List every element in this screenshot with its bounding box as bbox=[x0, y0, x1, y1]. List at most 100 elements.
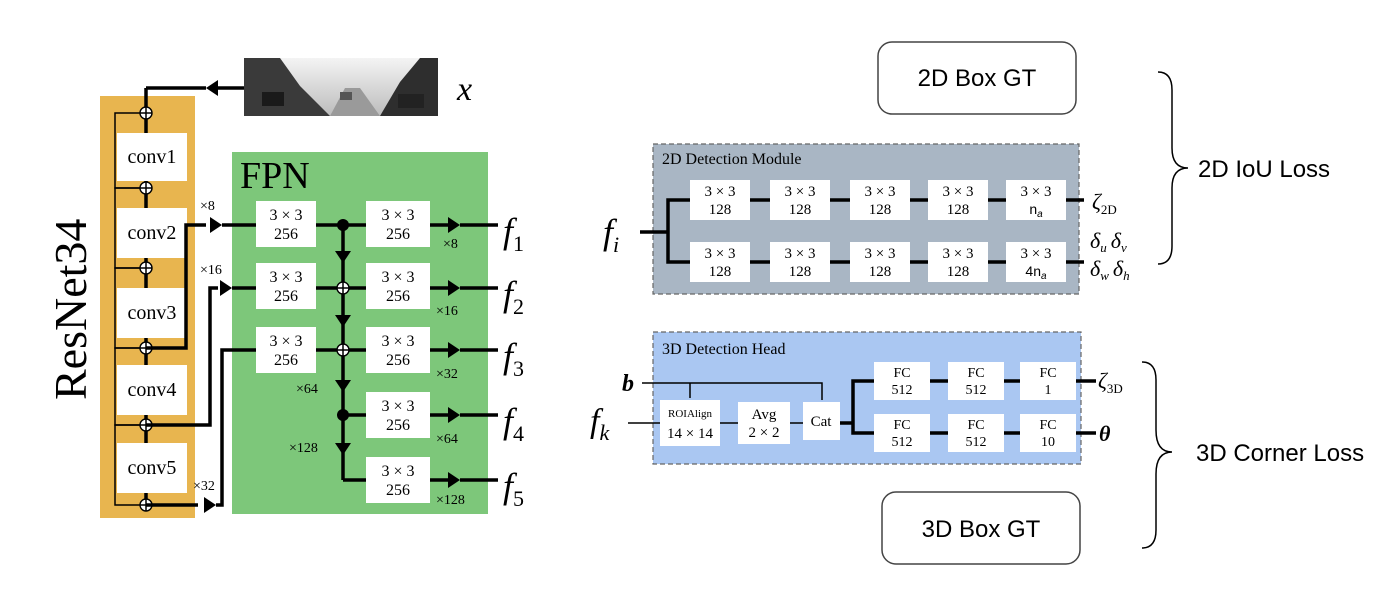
loss-3d-corner: 3D Corner Loss bbox=[1196, 440, 1364, 467]
svg-text:na: na bbox=[1029, 201, 1043, 220]
stride-label-32: ×32 bbox=[193, 479, 215, 494]
head-3d-panel bbox=[652, 331, 1082, 465]
head-3d-input-b: b bbox=[622, 371, 634, 397]
module-2d-input: fi bbox=[603, 212, 619, 257]
svg-text:128: 128 bbox=[709, 264, 732, 280]
svg-text:512: 512 bbox=[892, 435, 913, 450]
svg-text:3 × 3: 3 × 3 bbox=[381, 463, 414, 480]
resnet-block-4: conv4 bbox=[117, 365, 187, 415]
svg-text:14 × 14: 14 × 14 bbox=[667, 426, 713, 442]
svg-text:128: 128 bbox=[869, 264, 892, 280]
svg-text:256: 256 bbox=[386, 417, 410, 434]
svg-text:3 × 3: 3 × 3 bbox=[785, 246, 816, 262]
svg-text:256: 256 bbox=[274, 226, 298, 243]
svg-text:3 × 3: 3 × 3 bbox=[269, 207, 302, 224]
fpn-output-5: 3 × 3 256 bbox=[366, 457, 430, 503]
svg-text:3 × 3: 3 × 3 bbox=[269, 269, 302, 286]
feature-label-5: f5 bbox=[503, 466, 524, 511]
fpn-scale-128: ×128 bbox=[436, 493, 465, 508]
gt-2d-box: 2D Box GT bbox=[877, 41, 1077, 115]
svg-text:128: 128 bbox=[869, 202, 892, 218]
svg-text:conv4: conv4 bbox=[128, 379, 177, 401]
svg-text:ROIAlign: ROIAlign bbox=[668, 408, 713, 420]
svg-text:3 × 3: 3 × 3 bbox=[381, 333, 414, 350]
svg-text:FC: FC bbox=[893, 418, 910, 433]
svg-text:3 × 3: 3 × 3 bbox=[381, 269, 414, 286]
gt-3d-box: 3D Box GT bbox=[881, 491, 1081, 565]
fpn-scale-32: ×32 bbox=[436, 367, 458, 382]
fpn-scale-64: ×64 bbox=[436, 432, 458, 447]
avg-pool-box: Avg 2 × 2 bbox=[738, 402, 790, 444]
svg-text:FC: FC bbox=[1039, 418, 1056, 433]
module-2d-row2-conv1: 3 × 3 128 bbox=[690, 242, 750, 282]
svg-text:Avg: Avg bbox=[752, 407, 777, 423]
svg-text:3 × 3: 3 × 3 bbox=[269, 333, 302, 350]
fpn-output-arrows bbox=[430, 217, 498, 488]
svg-text:1: 1 bbox=[1045, 383, 1052, 398]
svg-text:FC: FC bbox=[967, 418, 984, 433]
stride-label-8: ×8 bbox=[200, 199, 215, 214]
svg-text:3 × 3: 3 × 3 bbox=[865, 184, 896, 200]
feature-label-1: f1 bbox=[503, 211, 524, 256]
svg-text:10: 10 bbox=[1041, 435, 1055, 450]
svg-text:128: 128 bbox=[789, 264, 812, 280]
svg-text:3 × 3: 3 × 3 bbox=[943, 246, 974, 262]
svg-text:conv2: conv2 bbox=[128, 222, 177, 244]
svg-text:128: 128 bbox=[789, 202, 812, 218]
feature-label-4: f4 bbox=[503, 401, 524, 446]
head-3d-row2-fc3: FC 10 bbox=[1020, 414, 1076, 452]
module-2d-row1-conv2: 3 × 3 128 bbox=[770, 180, 830, 220]
svg-text:512: 512 bbox=[966, 383, 987, 398]
resnet-block-3: conv3 bbox=[117, 288, 187, 338]
module-2d-title: 2D Detection Module bbox=[662, 151, 802, 168]
svg-text:conv5: conv5 bbox=[128, 457, 177, 479]
module-2d-row2-conv5: 3 × 3 4na bbox=[1006, 242, 1066, 282]
head-3d-row1-fc3: FC 1 bbox=[1020, 362, 1076, 400]
svg-text:FC: FC bbox=[967, 366, 984, 381]
fpn-scale-8: ×8 bbox=[443, 237, 458, 252]
fpn-down-scale-128: ×128 bbox=[289, 441, 318, 456]
svg-text:conv3: conv3 bbox=[128, 302, 177, 324]
svg-text:FC: FC bbox=[1039, 366, 1056, 381]
input-image bbox=[244, 58, 438, 116]
fpn-lateral-1: 3 × 3 256 bbox=[256, 201, 316, 247]
brace-3d bbox=[1141, 361, 1173, 549]
head-3d-output-theta: θ bbox=[1099, 421, 1111, 446]
svg-text:3 × 3: 3 × 3 bbox=[705, 184, 736, 200]
svg-text:256: 256 bbox=[274, 352, 298, 369]
resnet-block-2: conv2 bbox=[117, 208, 187, 258]
svg-text:conv1: conv1 bbox=[128, 146, 177, 168]
brace-2d bbox=[1157, 71, 1189, 265]
svg-text:512: 512 bbox=[966, 435, 987, 450]
module-2d-row1-conv5: 3 × 3 na bbox=[1006, 180, 1066, 220]
svg-text:FC: FC bbox=[893, 366, 910, 381]
svg-text:3 × 3: 3 × 3 bbox=[943, 184, 974, 200]
head-3d-row1-fc2: FC 512 bbox=[948, 362, 1004, 400]
svg-text:3 × 3: 3 × 3 bbox=[1021, 184, 1052, 200]
head-3d-row2-fc1: FC 512 bbox=[874, 414, 930, 452]
fpn-output-1: 3 × 3 256 bbox=[366, 201, 430, 247]
fpn-output-2: 3 × 3 256 bbox=[366, 263, 430, 309]
fpn-output-3: 3 × 3 256 bbox=[366, 327, 430, 373]
svg-text:128: 128 bbox=[709, 202, 732, 218]
loss-2d-iou: 2D IoU Loss bbox=[1198, 156, 1330, 183]
svg-text:Cat: Cat bbox=[811, 414, 833, 430]
svg-text:128: 128 bbox=[947, 264, 970, 280]
fpn-lateral-2: 3 × 3 256 bbox=[256, 263, 316, 309]
head-3d-row2-fc2: FC 512 bbox=[948, 414, 1004, 452]
svg-text:3 × 3: 3 × 3 bbox=[381, 398, 414, 415]
svg-text:128: 128 bbox=[947, 202, 970, 218]
module-2d-output-zeta: ζ2D bbox=[1092, 189, 1117, 217]
svg-text:256: 256 bbox=[274, 288, 298, 305]
fpn-down-scale-64: ×64 bbox=[296, 382, 318, 397]
feature-label-2: f2 bbox=[503, 274, 524, 319]
fpn-lateral-3: 3 × 3 256 bbox=[256, 327, 316, 373]
module-2d-row1-conv3: 3 × 3 128 bbox=[850, 180, 910, 220]
head-3d-row1-fc1: FC 512 bbox=[874, 362, 930, 400]
svg-text:2 × 2: 2 × 2 bbox=[749, 425, 780, 441]
svg-text:512: 512 bbox=[892, 383, 913, 398]
head-3d-input-f: fk bbox=[590, 403, 610, 445]
